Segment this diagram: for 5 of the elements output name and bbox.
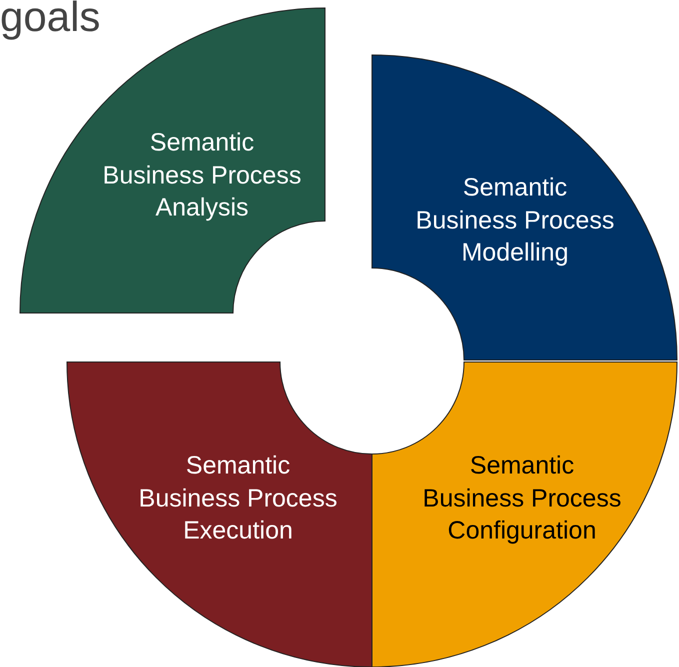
segment-label: Semantic Business Process Configuration: [422, 450, 622, 546]
segment-label: Semantic Business Process Execution: [138, 450, 338, 546]
segment-label: Semantic Business Process Analysis: [102, 127, 302, 224]
title: goals: [0, 0, 100, 38]
segment-label: Semantic Business Process Modelling: [414, 172, 616, 268]
